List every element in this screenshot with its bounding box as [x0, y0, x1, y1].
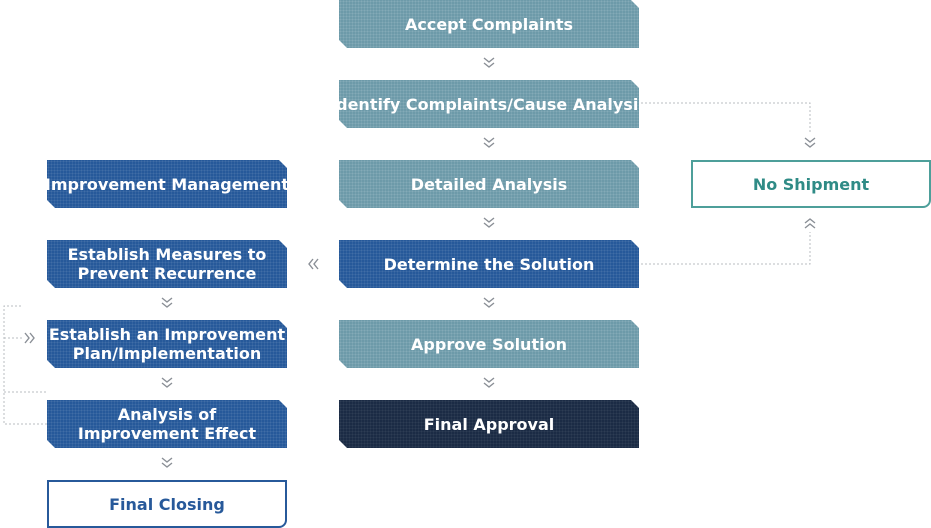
- identify-complaints-label: Identify Complaints/Cause Analysis: [330, 94, 648, 114]
- improvement-management-box: Improvement Management: [47, 160, 287, 208]
- no-shipment-box: No Shipment: [691, 160, 931, 208]
- chevron-left-icon: [308, 258, 319, 270]
- detailed-analysis-box: Detailed Analysis: [339, 160, 639, 208]
- chevron-down-icon: [161, 457, 173, 468]
- chevron-down-icon: [804, 137, 816, 148]
- chevron-down-icon: [161, 297, 173, 308]
- final-closing-box: Final Closing: [47, 480, 287, 528]
- analysis-effect-line2: Improvement Effect: [77, 424, 257, 443]
- no-shipment-label: No Shipment: [752, 174, 870, 194]
- accept-complaints-label: Accept Complaints: [404, 14, 574, 34]
- chevron-down-icon: [483, 297, 495, 308]
- establish-measures-line2: Prevent Recurrence: [77, 264, 257, 283]
- connector-effect-loop: [3, 305, 47, 425]
- chevron-down-icon: [161, 377, 173, 388]
- accept-complaints-box: Accept Complaints: [339, 0, 639, 48]
- chevron-down-icon: [483, 377, 495, 388]
- final-approval-box: Final Approval: [339, 400, 639, 448]
- analysis-effect-line1: Analysis of: [117, 405, 217, 424]
- connector-identify-to-no-shipment: [637, 102, 811, 132]
- establish-measures-line1: Establish Measures to: [67, 245, 267, 264]
- chevron-down-icon: [483, 217, 495, 228]
- chevron-down-icon: [483, 57, 495, 68]
- approve-solution-label: Approve Solution: [411, 334, 567, 354]
- improvement-plan-line1: Establish an Improvement: [48, 325, 286, 344]
- approve-solution-box: Approve Solution: [339, 320, 639, 368]
- analysis-effect-box: Analysis of Improvement Effect: [47, 400, 287, 448]
- final-approval-label: Final Approval: [423, 414, 555, 434]
- improvement-plan-line2: Plan/Implementation: [72, 344, 262, 363]
- detailed-analysis-label: Detailed Analysis: [410, 174, 568, 194]
- determine-solution-label: Determine the Solution: [383, 254, 595, 274]
- final-closing-label: Final Closing: [109, 494, 225, 514]
- establish-measures-box: Establish Measures to Prevent Recurrence: [47, 240, 287, 288]
- identify-complaints-box: Identify Complaints/Cause Analysis: [339, 80, 639, 128]
- improvement-management-label: Improvement Management: [44, 174, 290, 194]
- determine-solution-box: Determine the Solution: [339, 240, 639, 288]
- connector-determine-to-no-shipment: [637, 232, 811, 265]
- chevron-down-icon: [483, 137, 495, 148]
- chevron-right-icon: [24, 332, 35, 344]
- chevron-up-icon: [804, 218, 816, 229]
- improvement-plan-box: Establish an Improvement Plan/Implementa…: [47, 320, 287, 368]
